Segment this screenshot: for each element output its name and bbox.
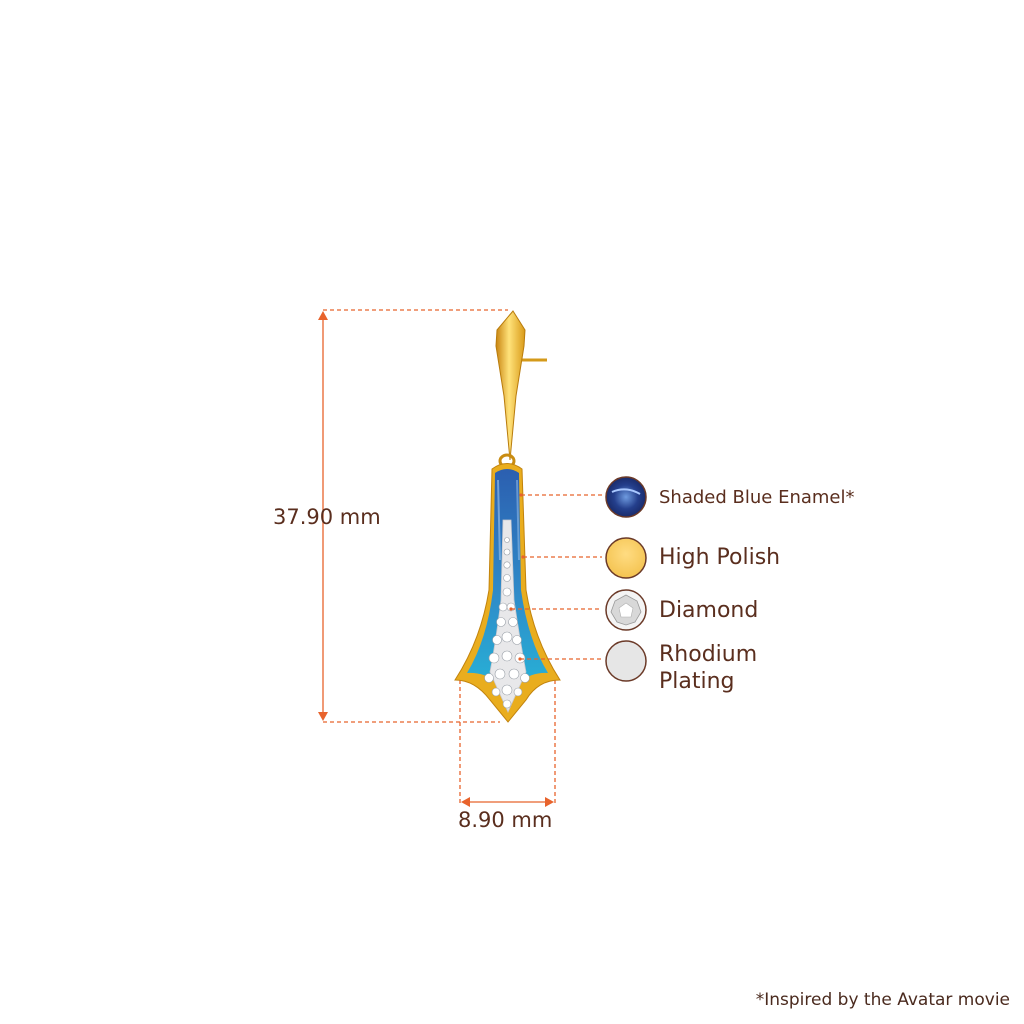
legend-swatch-rhodium-plating xyxy=(605,640,647,682)
footnote: *Inspired by the Avatar movie xyxy=(755,990,1010,1010)
legend-label-diamond: Diamond xyxy=(659,598,759,623)
height-label: 37.90 mm xyxy=(273,505,381,529)
legend-swatch-diamond xyxy=(605,589,647,631)
legend-label-high-polish: High Polish xyxy=(659,545,781,570)
legend-swatch-shaded-blue-enamel xyxy=(605,476,647,518)
legend-label-shaded-blue-enamel: Shaded Blue Enamel* xyxy=(659,487,855,508)
legend-label-rhodium-plating: Rhodium Plating xyxy=(659,641,757,695)
width-dimension xyxy=(459,680,556,807)
width-label: 8.90 mm xyxy=(458,808,553,832)
legend-pointers xyxy=(511,494,602,660)
legend-swatch-high-polish xyxy=(605,537,647,579)
height-dimension xyxy=(318,309,508,723)
legend-label-rhodium-line1: Rhodium xyxy=(659,642,758,667)
earring xyxy=(454,310,561,723)
legend-label-rhodium-line2: Plating xyxy=(659,669,735,694)
